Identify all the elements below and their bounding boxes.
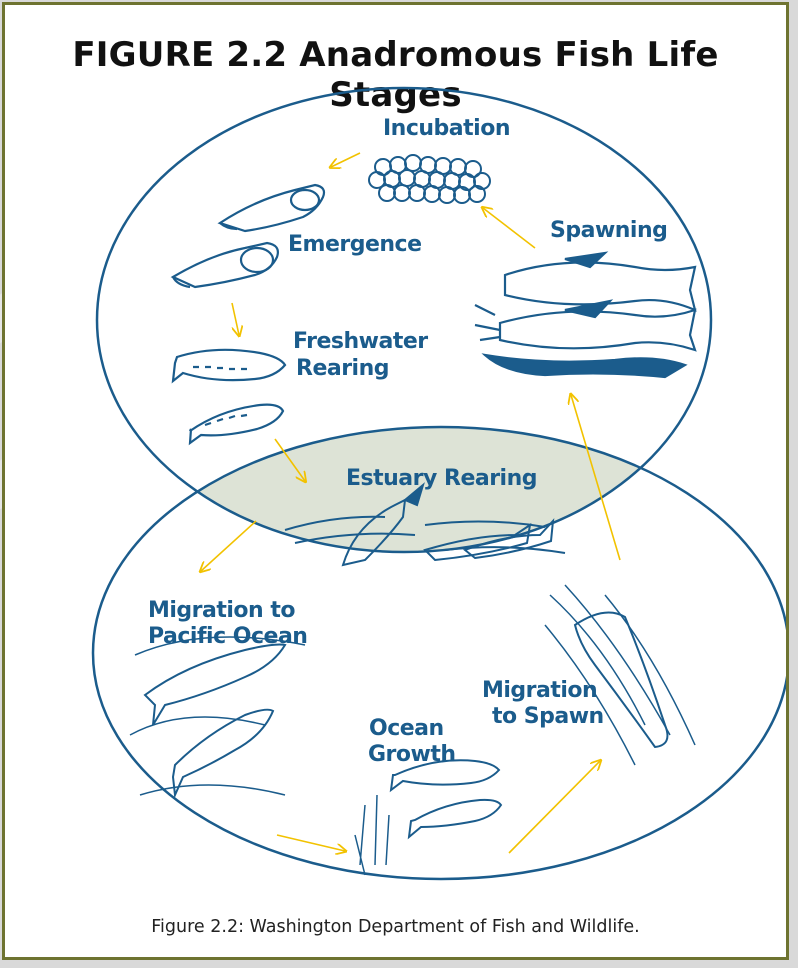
label-spawning: Spawning — [550, 218, 667, 243]
upstream-salmon-illustration — [545, 585, 695, 765]
label-ocean-growth-2: Growth — [368, 742, 456, 767]
label-emergence: Emergence — [288, 232, 422, 257]
label-migration-ocean-1: Migration to — [148, 598, 295, 623]
fry-illustration — [173, 350, 285, 443]
ocean-migration-illustration — [130, 637, 305, 795]
label-estuary-rearing: Estuary Rearing — [346, 466, 537, 491]
estuary-overlap — [93, 427, 786, 879]
label-freshwater-rearing-1: Freshwater — [293, 329, 428, 354]
label-migration-ocean-2: Pacific Ocean — [148, 624, 307, 649]
label-incubation: Incubation — [383, 116, 510, 141]
ocean-growth-illustration — [355, 760, 501, 875]
eggs-illustration — [369, 155, 490, 203]
label-ocean-growth-1: Ocean — [369, 716, 444, 741]
label-migration-spawn-2: to Spawn — [492, 704, 604, 729]
life-cycle-diagram: Incubation Emergence Freshwater Rearing … — [5, 5, 786, 905]
figure-caption: Figure 2.2: Washington Department of Fis… — [5, 917, 786, 937]
label-freshwater-rearing-2: Rearing — [296, 356, 389, 381]
spawning-salmon-illustration — [475, 253, 695, 377]
figure-frame: FIGURE 2.2 Anadromous Fish Life Stages — [2, 2, 789, 960]
label-migration-spawn-1: Migration — [482, 678, 597, 703]
